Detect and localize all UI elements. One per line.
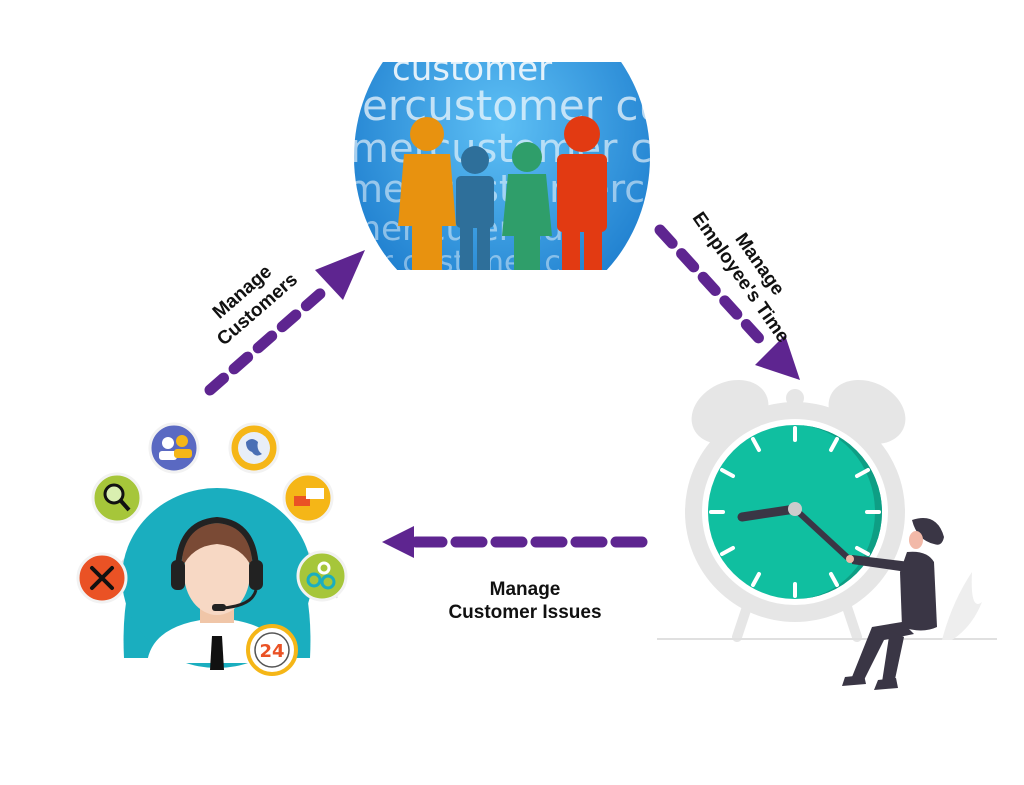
svg-text:customer: customer xyxy=(392,62,552,89)
label-manage-customer-issues: Manage Customer Issues xyxy=(420,578,630,624)
label-line-2: Customer Issues xyxy=(448,602,602,623)
employee-time-node xyxy=(652,372,1002,702)
chat-icon xyxy=(282,472,334,524)
arrow-manage-customers xyxy=(204,250,365,396)
customers-node: customer ercustomer cu mercustomer cus m… xyxy=(352,62,652,272)
svg-text:24: 24 xyxy=(259,641,284,662)
label-line-1: Manage xyxy=(489,579,561,600)
gears-icon xyxy=(296,550,348,602)
customers-globe-icon: customer ercustomer cu mercustomer cus m… xyxy=(352,62,652,270)
customer-support-node: 24 xyxy=(72,408,362,688)
users-icon xyxy=(148,422,200,474)
alarm-clock-icon xyxy=(657,379,997,690)
tools-icon xyxy=(76,552,128,604)
svg-text:ercustomer cu: ercustomer cu xyxy=(362,81,652,130)
support-agent-icon: 24 xyxy=(76,422,348,676)
search-icon xyxy=(91,472,143,524)
arrow-manage-employees-time xyxy=(654,224,800,380)
arrow-manage-customer-issues xyxy=(382,526,654,558)
clock-24-icon: 24 xyxy=(246,624,298,676)
globe-icon xyxy=(228,422,280,474)
